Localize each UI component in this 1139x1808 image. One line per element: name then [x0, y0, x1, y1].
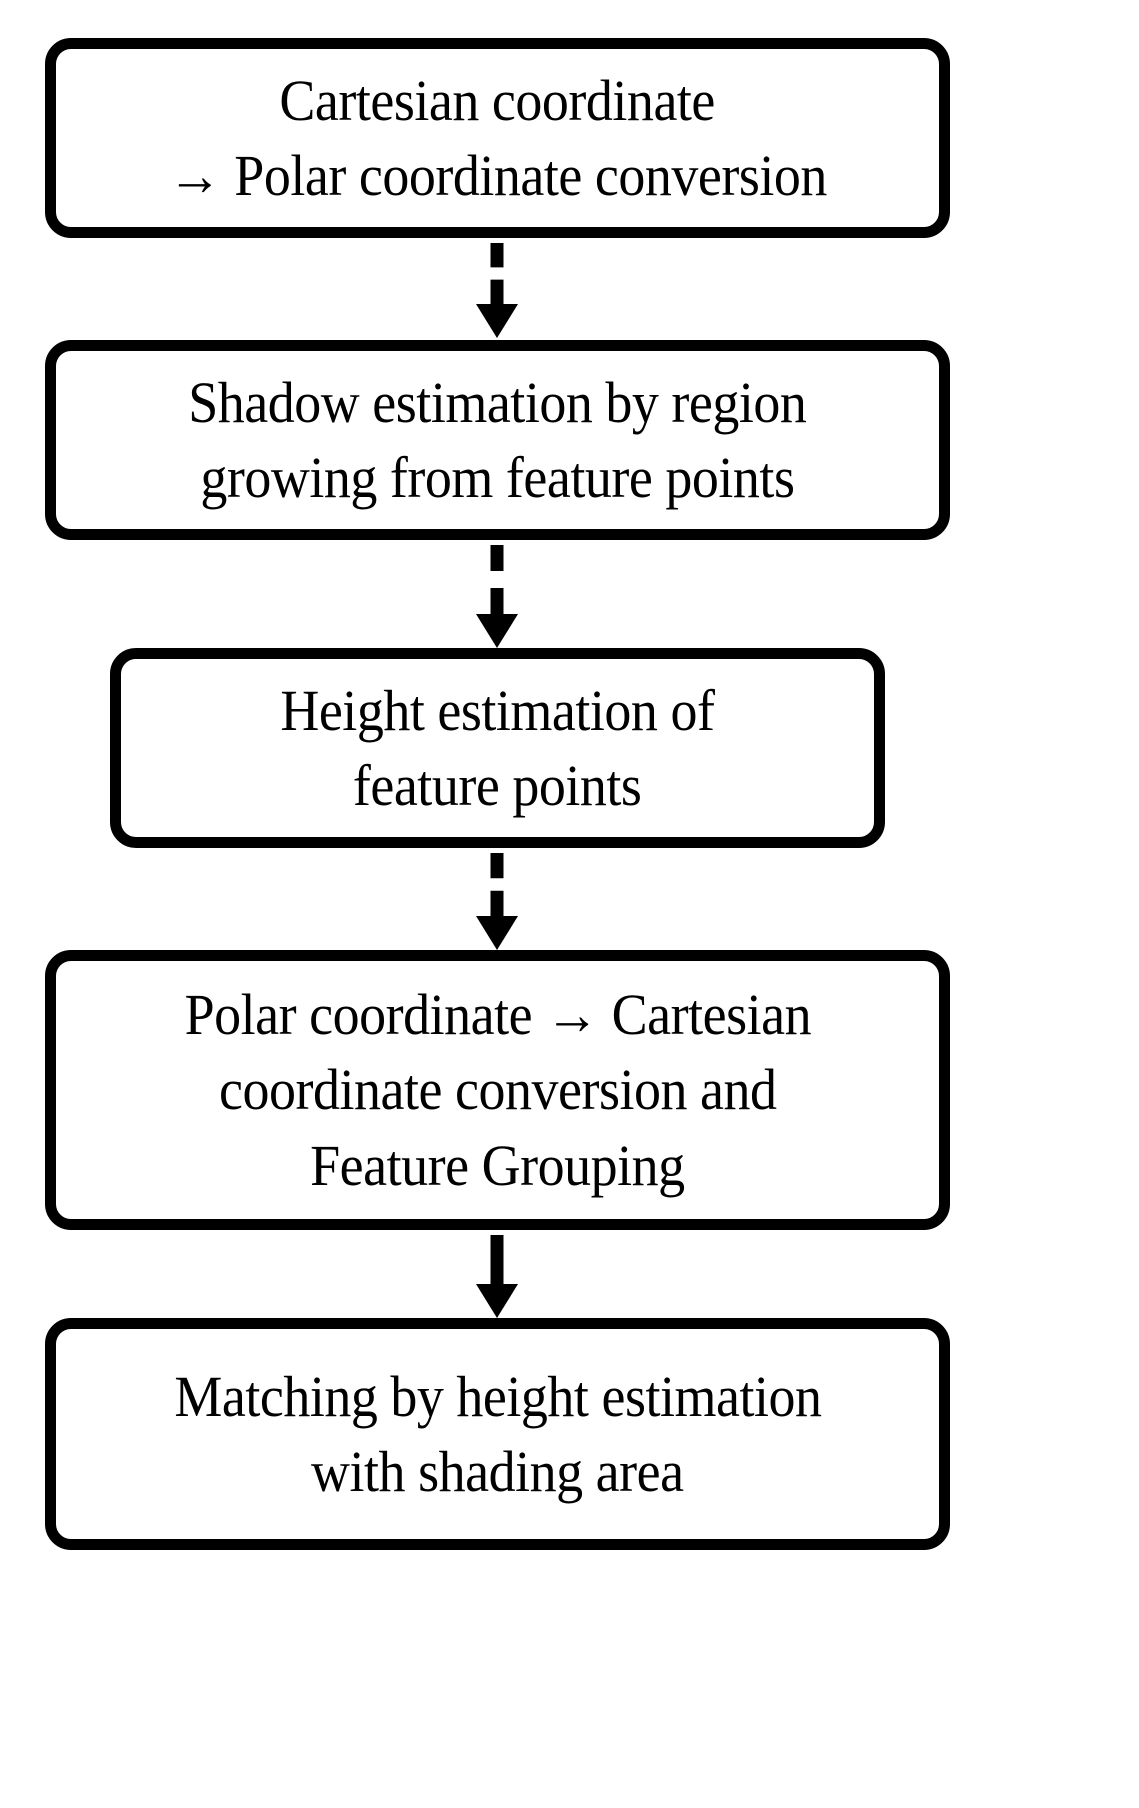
flow-connector-2 [476, 545, 518, 648]
flow-node-3-line-1: Height estimation of [280, 677, 715, 743]
flow-connector-3-stem [490, 853, 504, 916]
flow-node-4-line-2: coordinate conversion and [218, 1057, 777, 1123]
flow-connector-4 [476, 1235, 518, 1318]
flow-connector-2-stem [490, 545, 504, 614]
flow-connector-3 [476, 853, 518, 950]
flow-node-matching-height-shading: Matching by height estimation with shadi… [45, 1318, 950, 1550]
flow-node-shadow-estimation: Shadow estimation by region growing from… [45, 340, 950, 540]
flow-node-polar-to-cartesian-grouping: Polar coordinate → Cartesian coordinate … [45, 950, 950, 1230]
flow-node-1-line-2: → Polar coordinate conversion [167, 143, 828, 208]
flow-connector-4-stem [490, 1235, 504, 1284]
flow-node-5-line-1: Matching by height estimation [173, 1363, 822, 1429]
flow-node-3-line-2: feature points [353, 753, 642, 818]
flow-connector-1-arrowhead-icon [476, 304, 518, 338]
flow-node-4-line-3: Feature Grouping [310, 1132, 685, 1198]
flow-node-5-line-2: with shading area [311, 1439, 684, 1504]
flow-node-2-line-2: growing from feature points [200, 445, 795, 510]
flow-connector-4-arrowhead-icon [476, 1284, 518, 1318]
flow-node-height-estimation: Height estimation of feature points [110, 648, 885, 848]
flow-node-2-line-1: Shadow estimation by region [188, 369, 807, 435]
flow-connector-1 [476, 243, 518, 338]
flow-node-4-line-1: Polar coordinate → Cartesian [184, 981, 811, 1047]
flow-connector-3-arrowhead-icon [476, 916, 518, 950]
flow-node-cartesian-to-polar: Cartesian coordinate → Polar coordinate … [45, 38, 950, 238]
flow-node-1-line-1: Cartesian coordinate [279, 67, 716, 133]
flow-connector-2-arrowhead-icon [476, 614, 518, 648]
flow-connector-1-stem [490, 243, 504, 304]
